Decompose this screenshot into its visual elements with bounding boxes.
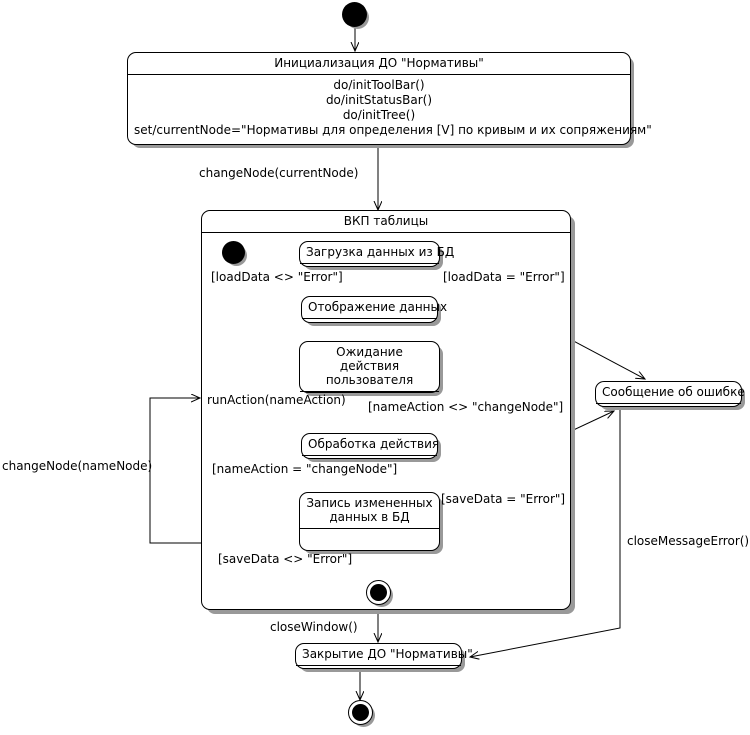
compartment-separator bbox=[296, 665, 461, 666]
compartment-separator bbox=[302, 455, 437, 456]
label-save-error: [saveData = "Error"] bbox=[441, 492, 566, 506]
action-set-currentnode: set/currentNode="Нормативы для определен… bbox=[134, 123, 652, 137]
edge-error-to-close bbox=[470, 408, 621, 657]
state-wait-user-action[interactable]: Ожидание действия пользователя bbox=[299, 341, 440, 393]
action-init-toolbar: do/initToolBar() bbox=[333, 78, 425, 92]
label-run-action: runAction(nameAction) bbox=[207, 393, 346, 407]
compartment-separator bbox=[300, 391, 439, 392]
state-error-message[interactable]: Сообщение об ошибке bbox=[595, 381, 745, 407]
label-name-action-ne: [nameAction <> "changeNode"] bbox=[368, 400, 564, 414]
state-wait-user-action-line2: пользователя bbox=[325, 373, 414, 387]
state-initialization-title: Инициализация ДО "Нормативы" bbox=[274, 56, 484, 70]
compartment-separator bbox=[596, 403, 741, 404]
label-close-window: closeWindow() bbox=[270, 620, 358, 634]
inner-final-state-node bbox=[366, 580, 391, 605]
label-change-node-current: changeNode(currentNode) bbox=[199, 166, 359, 180]
action-init-statusbar: do/initStatusBar() bbox=[325, 93, 433, 107]
state-save-data-title: Запись измененных данных в БД bbox=[300, 493, 439, 528]
label-load-error: [loadData = "Error"] bbox=[443, 270, 565, 284]
state-initialization[interactable]: Инициализация ДО "Нормативы" do/initTool… bbox=[127, 52, 652, 145]
compartment-separator bbox=[300, 528, 439, 529]
edge-changenode-loop bbox=[149, 398, 202, 544]
composite-state-title: ВКП таблицы bbox=[202, 211, 570, 233]
state-save-data-line2: данных в БД bbox=[329, 510, 410, 524]
action-init-tree: do/initTree() bbox=[342, 108, 416, 122]
state-error-message-title: Сообщение об ошибке bbox=[602, 385, 745, 399]
state-close-do-title: Закрытие ДО "Нормативы" bbox=[302, 647, 473, 661]
inner-initial-state-node bbox=[222, 241, 245, 264]
state-load-data[interactable]: Загрузка данных из БД bbox=[299, 241, 455, 267]
label-close-message-error: closeMessageError() bbox=[627, 534, 750, 548]
state-initialization-actions: do/initToolBar() do/initStatusBar() do/i… bbox=[128, 75, 652, 142]
state-wait-user-action-line1: Ожидание действия bbox=[336, 345, 403, 373]
state-close-do[interactable]: Закрытие ДО "Нормативы" bbox=[295, 643, 473, 669]
state-show-data-title: Отображение данных bbox=[308, 300, 448, 314]
initial-state-node bbox=[342, 2, 367, 27]
compartment-separator bbox=[300, 263, 439, 264]
state-show-data[interactable]: Отображение данных bbox=[301, 296, 448, 323]
state-process-action-title: Обработка действия bbox=[308, 437, 440, 451]
compartment-separator bbox=[302, 318, 437, 319]
state-wait-user-action-title: Ожидание действия пользователя bbox=[300, 342, 439, 391]
state-save-data[interactable]: Запись измененных данных в БД bbox=[299, 492, 440, 551]
label-save-ok: [saveData <> "Error"] bbox=[218, 552, 353, 566]
final-state-node bbox=[348, 700, 373, 725]
state-load-data-title: Загрузка данных из БД bbox=[306, 245, 455, 259]
label-name-action-eq: [nameAction = "changeNode"] bbox=[212, 462, 398, 476]
compartment-separator bbox=[128, 74, 630, 75]
state-save-data-line1: Запись измененных bbox=[306, 496, 433, 510]
label-change-node-name: changeNode(nameNode) bbox=[2, 459, 153, 473]
state-process-action[interactable]: Обработка действия bbox=[301, 433, 440, 459]
label-load-ok: [loadData <> "Error"] bbox=[211, 270, 343, 284]
